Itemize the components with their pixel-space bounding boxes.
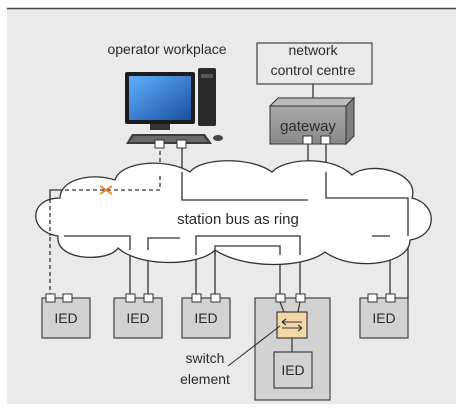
desktop-computer-icon	[125, 68, 223, 149]
ring-lines	[64, 172, 409, 255]
inner-ied-device	[273, 351, 313, 389]
ied-device-2	[113, 293, 163, 339]
ied-label-3: IED	[194, 310, 217, 326]
station-bus-label: station bus as ring	[177, 211, 299, 228]
ied-device-3	[181, 293, 231, 339]
switch-label-line1: switch	[186, 350, 225, 366]
fault-cross-icon	[99, 185, 113, 195]
ied-label-2: IED	[126, 310, 149, 326]
network-control-label-line1: network	[288, 42, 338, 58]
gateway-box	[268, 96, 356, 146]
station-bus-cloud	[35, 160, 432, 266]
operator-workplace-label: operator workplace	[107, 41, 226, 57]
switch-label-line2: element	[180, 371, 230, 387]
inner-ied-label: IED	[281, 362, 304, 378]
ied-label-5: IED	[372, 310, 395, 326]
switch-arrows-icon	[276, 311, 308, 339]
network-control-frame	[256, 42, 373, 85]
ied-label-1: IED	[54, 310, 77, 326]
gateway-label: gateway	[280, 118, 336, 135]
switch-leader-line	[227, 325, 281, 367]
ied-device-1	[41, 293, 91, 339]
ied-device-5	[359, 293, 409, 339]
dashed-ring-line	[49, 176, 161, 236]
network-control-label-line2: control centre	[271, 62, 356, 78]
